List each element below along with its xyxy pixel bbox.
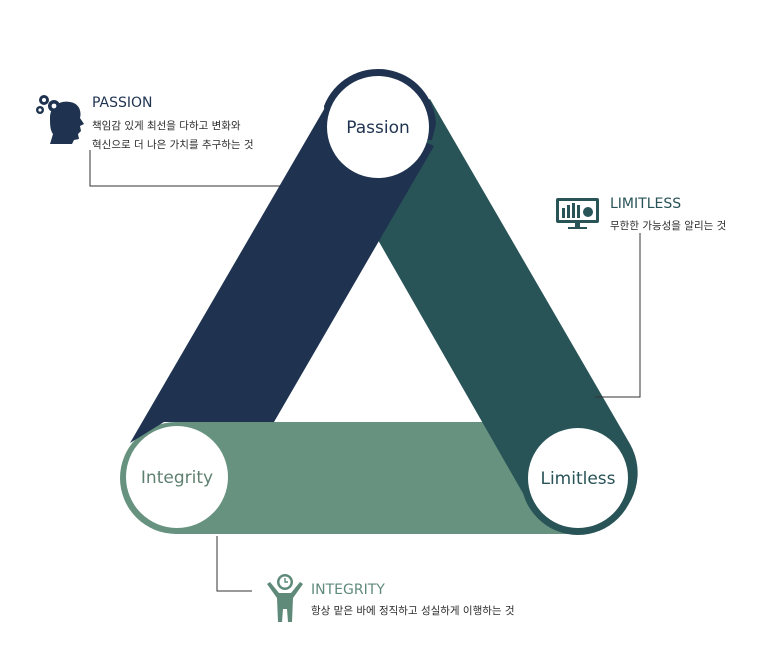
passion-band [130,99,434,443]
passion-desc-line1: 책임감 있게 최선을 다하고 변화와 [92,119,241,132]
passion-connector [89,150,280,187]
passion-callout: PASSION 책임감 있게 최선을 다하고 변화와 혁신으로 더 나은 가치를… [36,95,254,151]
limitless-title: LIMITLESS [610,196,681,212]
limitless-node-label: Limitless [540,469,615,489]
person-clock-icon [267,574,303,622]
limitless-callout: LIMITLESS 무한한 가능성을 알리는 것 [556,196,726,232]
integrity-desc-line1: 항상 맡은 바에 정직하고 성실하게 이행하는 것 [311,604,515,617]
integrity-node-label: Integrity [141,468,213,488]
passion-desc-line2: 혁신으로 더 나은 가치를 추구하는 것 [92,138,254,151]
limitless-node: Limitless [521,421,635,535]
integrity-callout: INTEGRITY 항상 맡은 바에 정직하고 성실하게 이행하는 것 [267,574,515,622]
head-gears-icon [36,95,84,144]
limitless-desc-line1: 무한한 가능성을 알리는 것 [610,220,726,232]
passion-node-circle [327,76,429,178]
monitor-chart-icon [556,198,599,229]
integrity-node-circle [126,426,228,528]
integrity-title: INTEGRITY [311,582,385,598]
connectors [89,150,641,592]
integrity-node: Integrity [126,426,228,528]
passion-node-label: Passion [346,118,410,138]
passion-title: PASSION [92,95,153,111]
integrity-connector [216,536,252,592]
limitless-node-circle [528,428,628,528]
passion-node: Passion [327,76,429,178]
limitless-connector [595,233,641,398]
limitless-band [327,99,638,532]
